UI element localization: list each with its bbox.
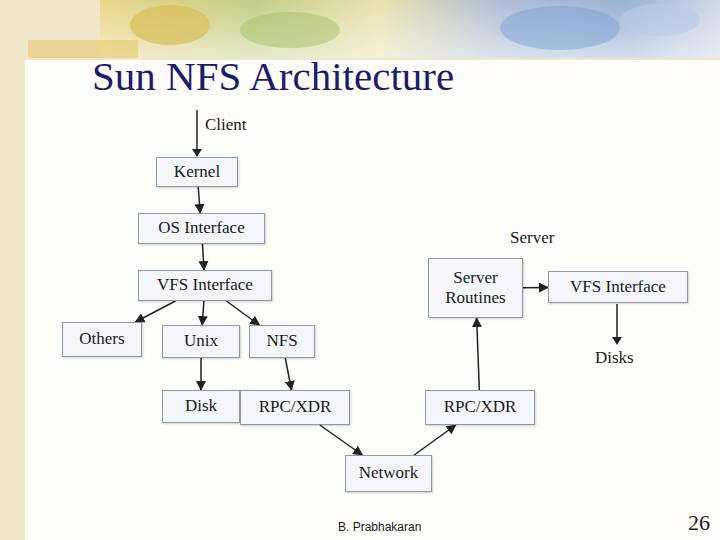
flow-arrow: [202, 244, 204, 270]
box-label: VFS Interface: [570, 277, 666, 297]
flow-arrow: [200, 358, 202, 390]
box-label: Network: [359, 463, 418, 483]
text-label: 26: [688, 510, 710, 536]
process-box: RPC/XDR: [425, 390, 535, 425]
flow-arrow: [135, 301, 175, 322]
process-box: VFS Interface: [138, 270, 272, 301]
process-box: Unix: [162, 325, 240, 358]
flow-arrow: [285, 358, 291, 390]
box-label: OS Interface: [158, 218, 244, 238]
box-label: Unix: [184, 331, 218, 351]
disk-arrow: [616, 304, 618, 338]
process-box: RPC/XDR: [240, 390, 350, 425]
flow-arrow: [226, 301, 259, 325]
slide-title: Sun NFS Architecture: [92, 52, 454, 100]
text-label: Disks: [595, 348, 634, 368]
text-label: Client: [205, 115, 247, 135]
box-label: Disk: [185, 396, 217, 416]
process-box: Network: [345, 455, 432, 492]
flow-arrow: [198, 187, 200, 213]
arrow-head: [612, 337, 622, 345]
flow-arrow: [202, 301, 204, 325]
flow-arrow: [523, 287, 548, 289]
box-label: Server Routines: [433, 268, 518, 309]
text-label: Server: [510, 228, 554, 248]
box-label: Kernel: [174, 162, 220, 182]
process-box: Others: [62, 322, 142, 357]
process-box: Disk: [162, 390, 240, 423]
process-box: Kernel: [156, 157, 238, 187]
input-arrow: [196, 110, 198, 150]
process-box: Server Routines: [428, 258, 523, 318]
box-label: RPC/XDR: [444, 397, 517, 417]
flow-arrow: [320, 425, 363, 455]
box-label: NFS: [266, 331, 297, 351]
text-label: B. Prabhakaran: [338, 520, 421, 534]
box-label: VFS Interface: [157, 275, 253, 295]
box-label: Others: [79, 329, 124, 349]
process-box: VFS Interface: [548, 271, 688, 303]
flow-arrow: [477, 318, 480, 390]
box-label: RPC/XDR: [259, 397, 332, 417]
process-box: NFS: [249, 325, 315, 358]
process-box: OS Interface: [138, 213, 265, 244]
arrow-head: [192, 149, 202, 157]
flow-arrow: [414, 425, 456, 455]
